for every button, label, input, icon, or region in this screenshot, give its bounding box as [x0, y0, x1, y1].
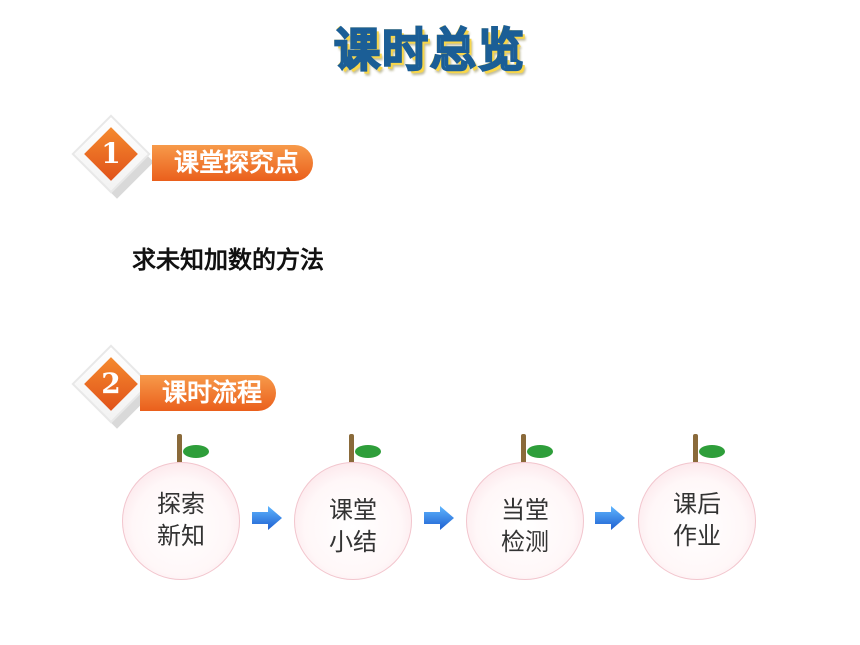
leaf-icon — [183, 445, 209, 458]
section-1-badge: 1 — [74, 117, 159, 202]
leaf-icon — [527, 445, 553, 458]
leaf-icon — [355, 445, 381, 458]
section-1-content: 求未知加数的方法 — [132, 246, 324, 274]
section-1-banner: 课堂探究点 — [152, 145, 314, 181]
section-1-number: 1 — [101, 137, 121, 170]
stem-icon — [177, 434, 182, 464]
apple-icon: 探索 新知 — [122, 462, 240, 580]
flow-step-label-2: 作业 — [673, 522, 721, 550]
section-2-badge: 2 — [74, 347, 159, 432]
right-arrow-icon — [252, 506, 282, 530]
apple-icon: 课堂 小结 — [294, 462, 412, 580]
section-2-number: 2 — [101, 367, 121, 400]
flow-step-label-2: 小结 — [329, 528, 377, 556]
apple-icon: 当堂 检测 — [466, 462, 584, 580]
right-arrow-icon — [424, 506, 454, 530]
flow-step-label-1: 探索 — [157, 490, 205, 518]
stem-icon — [693, 434, 698, 464]
flow-step-label-2: 检测 — [501, 528, 549, 556]
leaf-icon — [699, 445, 725, 458]
stem-icon — [349, 434, 354, 464]
flow-step-label-1: 当堂 — [501, 496, 549, 524]
section-2-banner: 课时流程 — [140, 375, 277, 411]
stem-icon — [521, 434, 526, 464]
flow-step-label-1: 课堂 — [329, 496, 377, 524]
page-title: 课时总览 — [333, 22, 526, 78]
apple-icon: 课后 作业 — [638, 462, 756, 580]
right-arrow-icon — [595, 506, 625, 530]
flow-step-label-2: 新知 — [157, 522, 205, 550]
flow-step-label-1: 课后 — [673, 490, 721, 518]
